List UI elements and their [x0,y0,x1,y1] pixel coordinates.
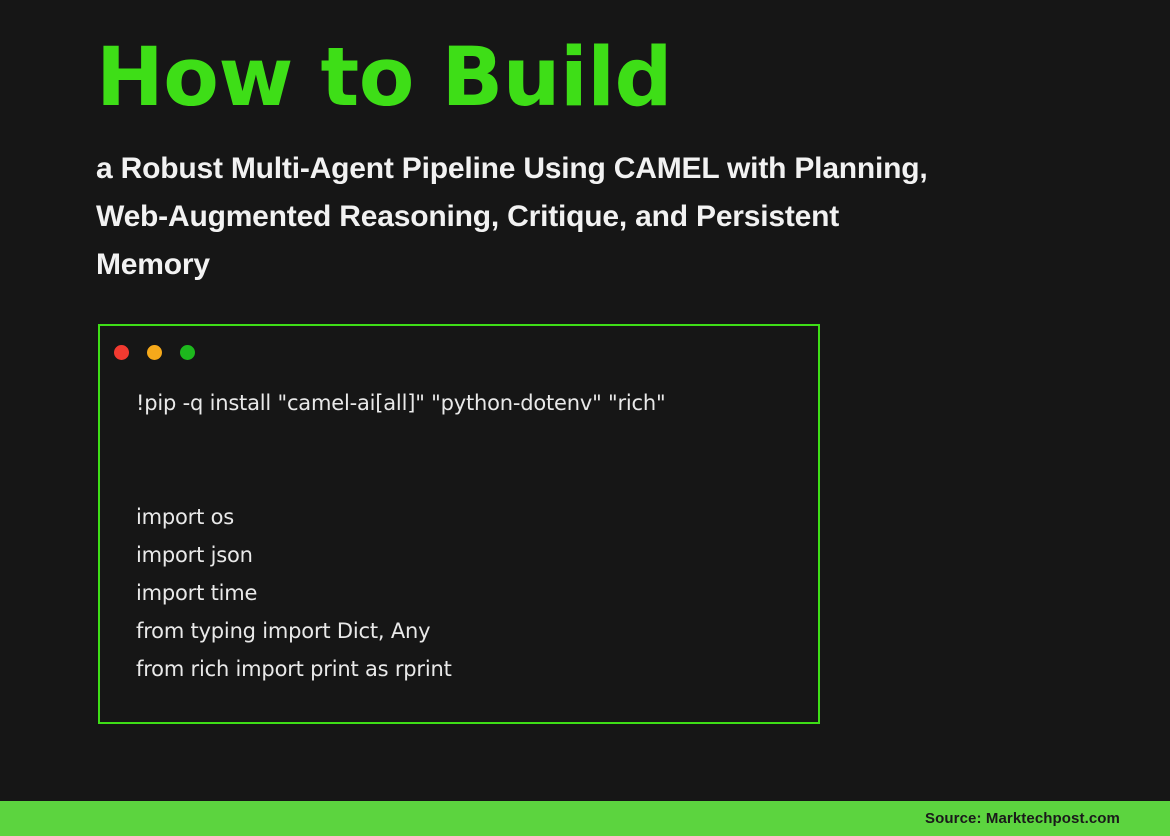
page-title: How to Build [96,31,672,125]
code-line: !pip -q install "camel-ai[all]" "python-… [136,391,666,415]
footer-bar: Source: Marktechpost.com [0,801,1170,836]
minimize-icon[interactable] [147,345,162,360]
code-line: import os [136,505,235,529]
maximize-icon[interactable] [180,345,195,360]
code-block: !pip -q install "camel-ai[all]" "python-… [136,384,808,688]
page-subtitle: a Robust Multi-Agent Pipeline Using CAME… [96,152,928,281]
source-label: Source: Marktechpost.com [925,810,1120,827]
code-window: !pip -q install "camel-ai[all]" "python-… [98,324,820,724]
close-icon[interactable] [114,345,129,360]
window-controls [114,345,195,360]
code-line: from typing import Dict, Any [136,619,431,643]
code-blank-lines [136,422,808,498]
code-line: import json [136,543,253,567]
code-line: import time [136,581,258,605]
slide-header: How to Build a Robust Multi-Agent Pipeli… [96,38,1096,289]
code-line: from rich import print as rprint [136,657,452,681]
